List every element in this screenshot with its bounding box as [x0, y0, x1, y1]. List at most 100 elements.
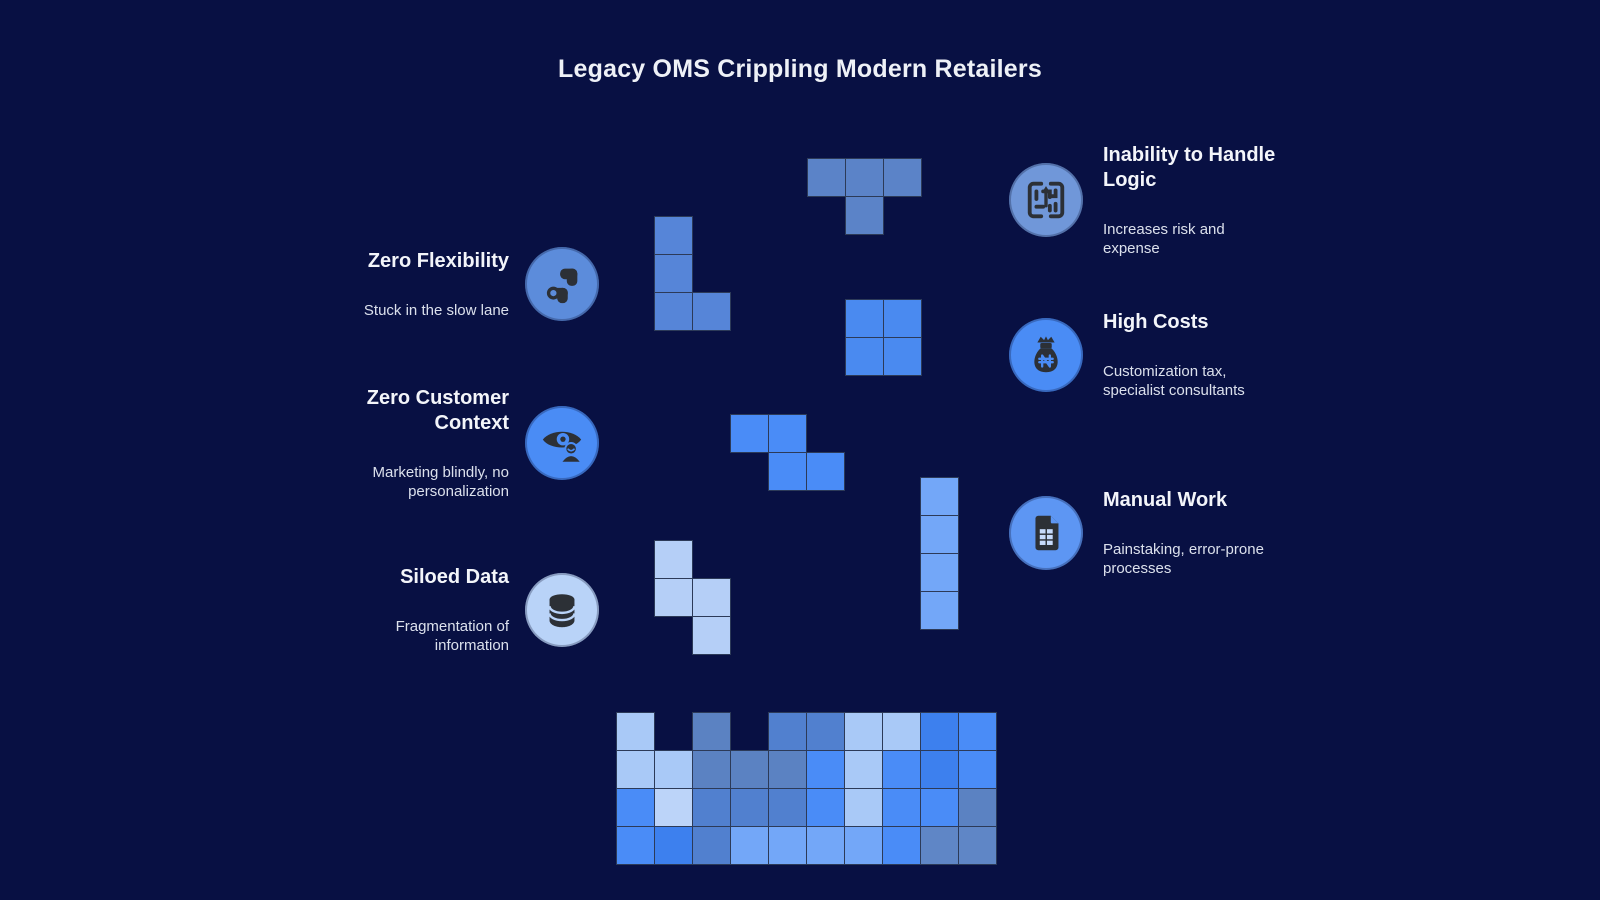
stack-block [692, 750, 731, 789]
stack-block [844, 788, 883, 827]
tetromino-I-block [920, 515, 959, 554]
stack-block [806, 826, 845, 865]
tetromino-Z-block [730, 414, 769, 453]
stack-block [768, 826, 807, 865]
stack-block [958, 788, 997, 827]
stack-block [654, 750, 693, 789]
stack-block [616, 788, 655, 827]
stack-block [958, 826, 997, 865]
icon-circle [525, 247, 599, 321]
stack-block [920, 788, 959, 827]
tetromino-I-block [920, 591, 959, 630]
item-subtitle: Increases risk and expense [1103, 220, 1225, 257]
item-text: Zero Customer Context Marketing blindly,… [259, 368, 509, 519]
tetromino-O-block [883, 299, 922, 338]
item-subtitle: Marketing blindly, no personalization [372, 463, 509, 500]
stack-block [616, 750, 655, 789]
tetromino-O-block [883, 337, 922, 376]
item-text: Zero Flexibility Stuck in the slow lane [259, 231, 509, 338]
tetromino-O-block [845, 337, 884, 376]
tetromino-S-block [654, 540, 693, 579]
stack-block [882, 712, 921, 751]
database-icon [548, 594, 576, 628]
stack-block [654, 788, 693, 827]
spreadsheet-icon [1035, 515, 1059, 551]
stack-block [806, 750, 845, 789]
icon-circle [525, 406, 599, 480]
item-text: Siloed Data Fragmentation of information [259, 547, 509, 673]
item-title: Zero Customer Context [366, 386, 509, 434]
left-item-zero-flexibility: Zero Flexibility Stuck in the slow lane [259, 209, 599, 359]
icon-circle [1009, 318, 1083, 392]
stack-block [768, 750, 807, 789]
eye-user-icon [542, 431, 582, 462]
stack-block [806, 712, 845, 751]
tetromino-T-block [845, 158, 884, 197]
stack-block [692, 788, 731, 827]
stack-block [882, 750, 921, 789]
stack-block [616, 712, 655, 751]
tetromino-O-block [845, 299, 884, 338]
left-item-siloed-data: Siloed Data Fragmentation of information [259, 535, 599, 685]
icon-circle [1009, 496, 1083, 570]
tetromino-I-block [920, 477, 959, 516]
tetromino-T-block [883, 158, 922, 197]
stack-block [882, 826, 921, 865]
tetromino-S-block [654, 578, 693, 617]
tetromino-Z-block [768, 452, 807, 491]
stack-block [730, 788, 769, 827]
page-title: Legacy OMS Crippling Modern Retailers [558, 55, 1042, 83]
tetromino-icon [546, 268, 578, 304]
stack-block [692, 826, 731, 865]
right-item-high-costs: High Costs Customization tax, specialist… [1009, 280, 1333, 430]
stack-block [730, 826, 769, 865]
tetromino-Z-block [768, 414, 807, 453]
tetromino-J-block [654, 254, 693, 293]
money-bag-icon [1034, 336, 1058, 373]
tetromino-T-block [807, 158, 846, 197]
tetromino-J-block [654, 292, 693, 331]
stack-block [768, 712, 807, 751]
stack-block [958, 750, 997, 789]
icon-circle [1009, 163, 1083, 237]
item-title: Zero Flexibility [367, 249, 509, 272]
stack-block [920, 712, 959, 751]
stack-block [844, 826, 883, 865]
left-item-zero-customer-context: Zero Customer Context Marketing blindly,… [259, 368, 599, 518]
item-title: Manual Work [1103, 489, 1228, 511]
icon-circle [525, 573, 599, 647]
stack-block [882, 788, 921, 827]
stack-block [616, 826, 655, 865]
stack-block [654, 826, 693, 865]
tetromino-T-block [845, 196, 884, 235]
item-title: Siloed Data [400, 566, 509, 588]
item-text: Manual Work Painstaking, error-prone pro… [1103, 470, 1333, 596]
item-subtitle: Fragmentation of information [395, 618, 509, 654]
stack-block [844, 712, 883, 751]
maze-icon [1027, 181, 1065, 219]
item-subtitle: Painstaking, error-prone processes [1103, 541, 1264, 577]
tetromino-J-block [692, 292, 731, 331]
item-text: High Costs Customization tax, specialist… [1103, 292, 1333, 418]
stack-block [920, 750, 959, 789]
stack-block [920, 826, 959, 865]
item-subtitle: Stuck in the slow lane [363, 301, 509, 319]
right-item-manual-work: Manual Work Painstaking, error-prone pro… [1009, 458, 1333, 608]
stack-block [692, 712, 731, 751]
item-text: Inability to Handle Logic Increases risk… [1103, 125, 1333, 276]
tetromino-S-block [692, 616, 731, 655]
stack-block [958, 712, 997, 751]
item-title: Inability to Handle Logic [1103, 143, 1276, 191]
stack-block [768, 788, 807, 827]
tetromino-J-block [654, 216, 693, 255]
stack-block [806, 788, 845, 827]
right-item-inability-logic: Inability to Handle Logic Increases risk… [1009, 125, 1333, 275]
tetromino-I-block [920, 553, 959, 592]
item-title: High Costs [1103, 311, 1209, 333]
tetromino-S-block [692, 578, 731, 617]
tetromino-Z-block [806, 452, 845, 491]
stack-block [844, 750, 883, 789]
stack-block [730, 750, 769, 789]
